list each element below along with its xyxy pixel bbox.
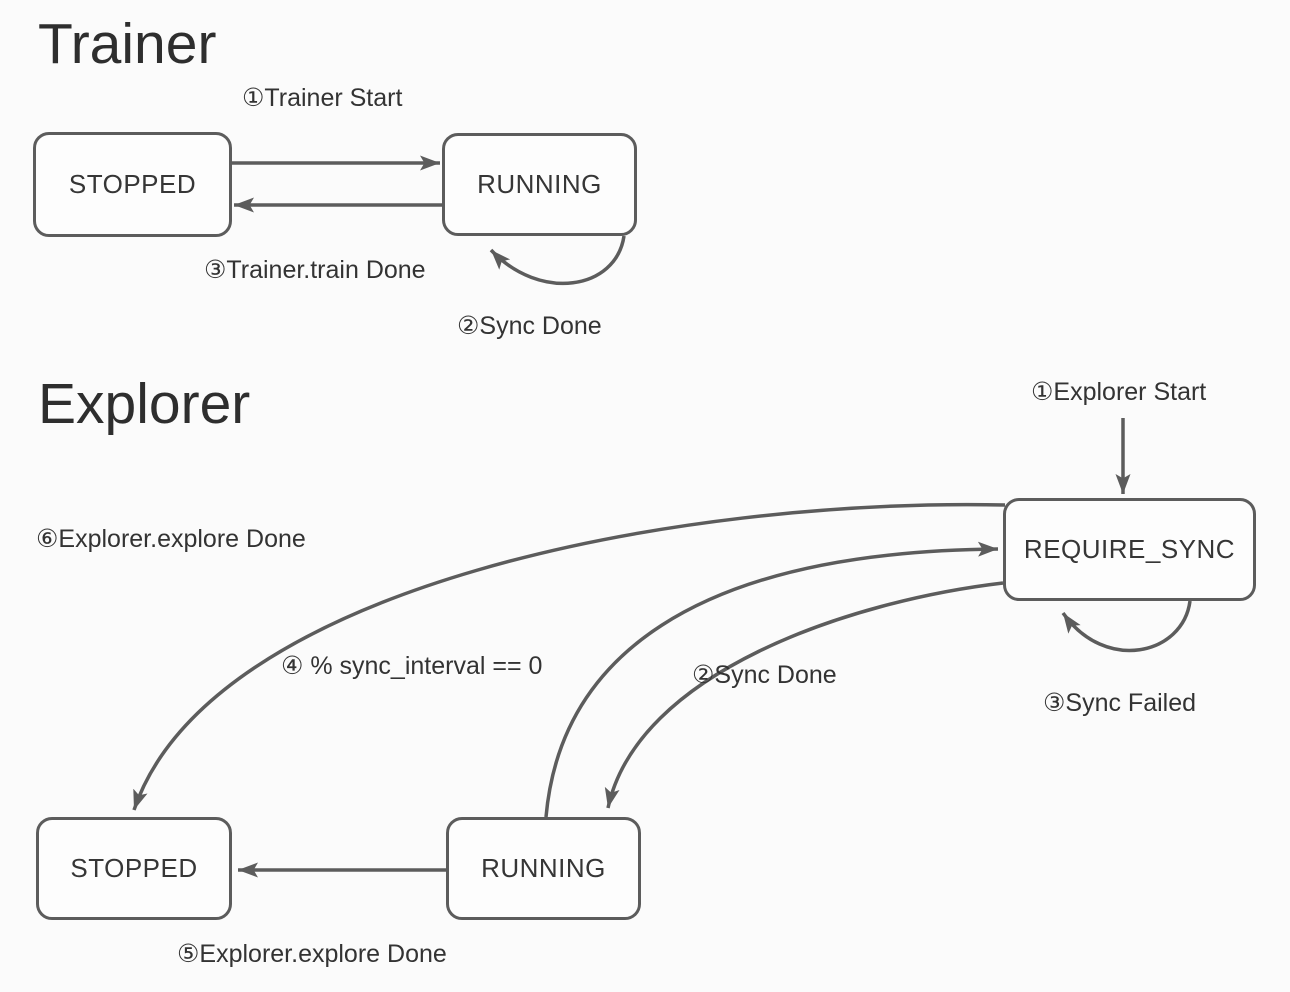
trainer-train-done-label: ③Trainer.train Done: [204, 256, 426, 284]
explorer-sync-failed-label: ③Sync Failed: [1043, 689, 1197, 717]
explorer-state-stopped: STOPPED: [36, 817, 232, 920]
explorer-sync-interval-label: ④ % sync_interval == 0: [281, 652, 543, 680]
explorer-state-require-sync: REQUIRE_SYNC: [1003, 498, 1256, 601]
trainer-sync-done-label: ②Sync Done: [457, 312, 602, 340]
edge-explorer-explore-done-6: [132, 502, 1006, 811]
trainer-start-label: ①Trainer Start: [242, 84, 403, 112]
edge-explorer-sync-interval: [544, 541, 999, 818]
explorer-explore-done-5-label: ⑤Explorer.explore Done: [177, 940, 447, 968]
explorer-start-label: ①Explorer Start: [1031, 378, 1207, 406]
trainer-state-running: RUNNING: [442, 133, 637, 236]
trainer-state-stopped: STOPPED: [33, 132, 232, 237]
explorer-section-title: Explorer: [38, 372, 251, 436]
explorer-explore-done-6-label: ⑥Explorer.explore Done: [36, 525, 306, 553]
edge-explorer-sync-failed-loop: [1061, 600, 1192, 653]
edge-trainer-sync-done-loop: [489, 235, 626, 285]
explorer-sync-done-label: ②Sync Done: [692, 661, 837, 689]
trainer-section-title: Trainer: [38, 12, 217, 76]
explorer-state-running: RUNNING: [446, 817, 641, 920]
edge-explorer-sync-done: [604, 581, 1004, 809]
